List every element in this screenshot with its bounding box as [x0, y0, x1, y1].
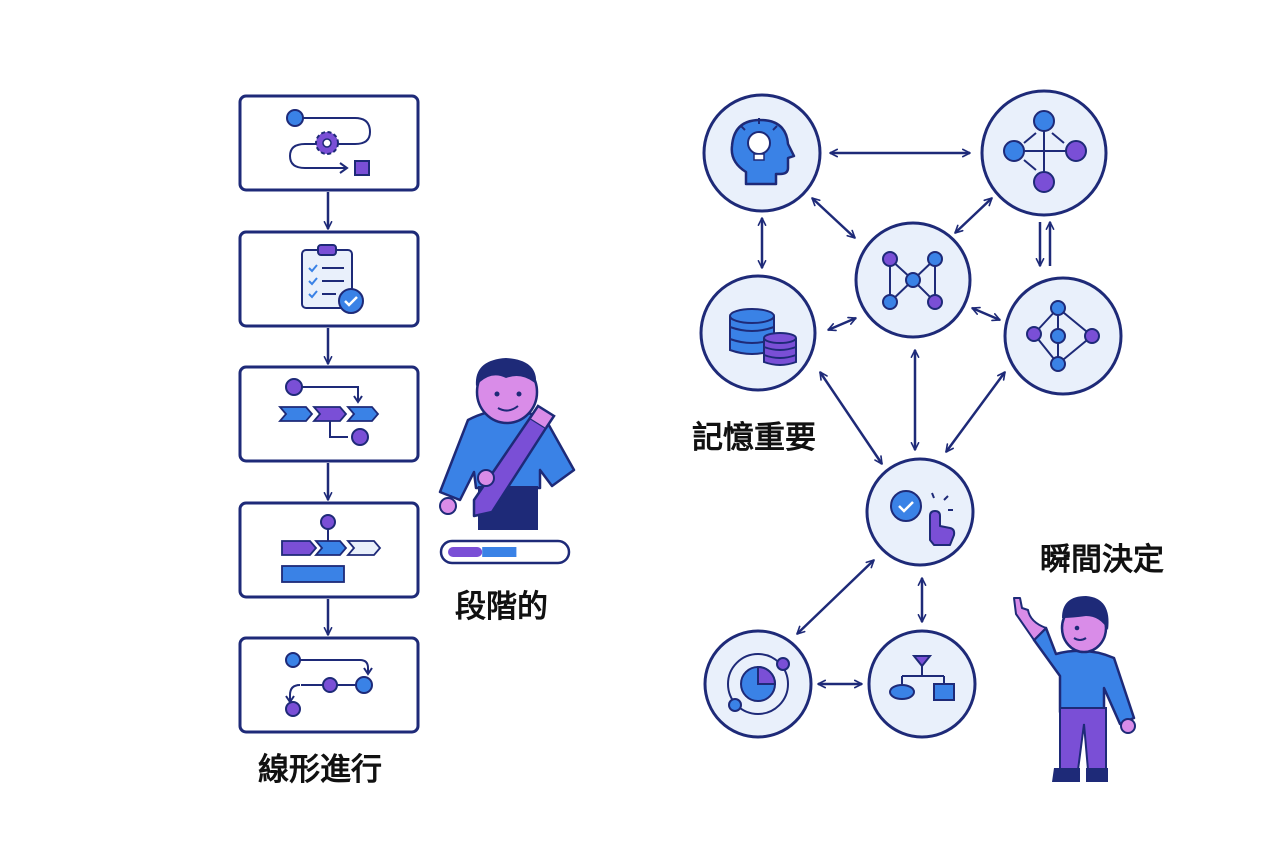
network-node-orbit [703, 629, 813, 739]
database-icon [729, 308, 797, 366]
network-node-idea [702, 93, 822, 213]
linear-step-3 [238, 365, 420, 463]
network-arrows [757, 148, 1055, 689]
linear-step-5 [238, 636, 420, 734]
gantt-plan-icon [281, 514, 382, 583]
checklist-icon [301, 244, 364, 314]
flow-hub-icon [1003, 110, 1087, 193]
flowchart-icon [889, 655, 955, 701]
person-with-pencil [438, 358, 576, 530]
person-pointing [1013, 596, 1136, 782]
orbit-timer-icon [727, 653, 790, 715]
linear-flow-column: 線形進行 [238, 94, 420, 788]
linear-label: 線形進行 [258, 752, 382, 788]
network-node-hub [980, 89, 1108, 217]
process-start-icon [286, 109, 372, 176]
network-node-database [699, 274, 817, 392]
progress-fill-blue [482, 547, 517, 557]
progress-bar [439, 539, 571, 565]
instant-label: 瞬間決定 [1040, 542, 1164, 578]
route-path-icon [285, 652, 373, 717]
memory-label: 記憶重要 [692, 420, 816, 456]
network-node-flowchart [867, 629, 977, 739]
stepwise-label: 段階的 [455, 589, 548, 625]
network-node-center [854, 221, 972, 339]
decision-click-icon [890, 490, 956, 546]
idea-head-icon [730, 118, 796, 186]
pencil-icon [472, 404, 556, 518]
network-graph-icon [882, 251, 943, 310]
linear-step-2 [238, 230, 420, 328]
linear-step-1 [238, 94, 420, 192]
network-node-decision [865, 457, 975, 567]
progress-fill-purple [448, 547, 483, 557]
linear-step-4 [238, 501, 420, 599]
node-graph-icon [1026, 300, 1100, 372]
pipeline-flow-icon [278, 378, 380, 446]
network-node-graph [1003, 276, 1123, 396]
